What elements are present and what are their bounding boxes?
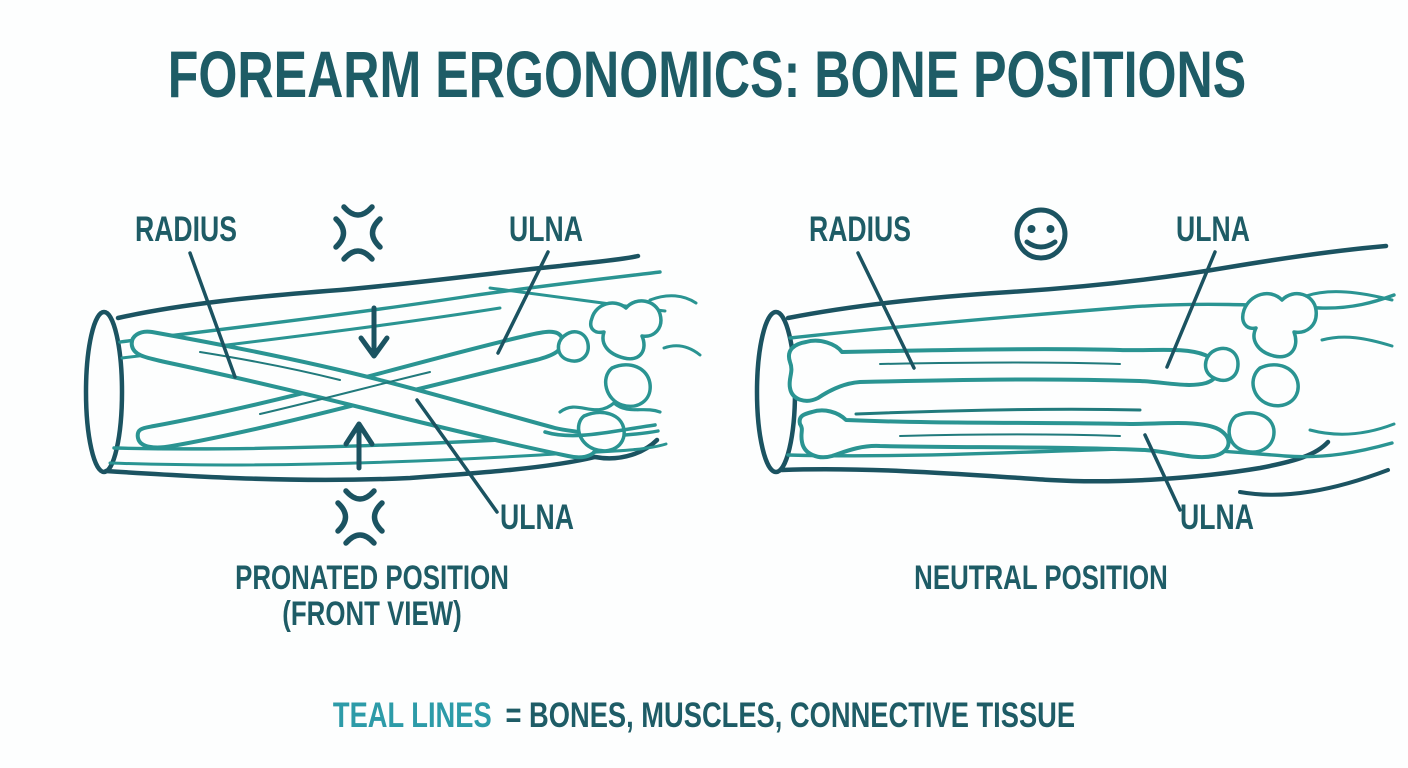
caption-pronated-line2: (FRONT VIEW) [282, 594, 462, 633]
legend: TEAL LINES = BONES, MUSCLES, CONNECTIVE … [332, 696, 1076, 735]
membrane-line [854, 407, 1142, 416]
label-radius-pronated: RADIUS [135, 210, 237, 249]
arm-bottom-contour [103, 437, 660, 483]
wrist-skin-line [1238, 468, 1390, 497]
bone-shading-line [879, 361, 1121, 365]
tissue-line [1304, 290, 1394, 302]
caption-pronated: PRONATED POSITION (FRONT VIEW) [235, 559, 509, 633]
bone-shading-line [899, 433, 1121, 437]
tissue-line [558, 401, 662, 414]
caption-pronated-line1: PRONATED POSITION [235, 559, 509, 597]
label-radius-neutral: RADIUS [809, 210, 911, 249]
carpal-bone [1241, 291, 1318, 359]
radius-leader-line [188, 251, 237, 379]
label-ulna-bottom-pronated: ULNA [500, 498, 574, 537]
carpal-bone [589, 299, 663, 361]
carpal-bone [1251, 363, 1300, 408]
ulna-top-leader-line [496, 250, 550, 355]
radius-leader-line [856, 251, 916, 370]
tissue-line [543, 423, 657, 438]
ulna-top-leader-line [1165, 250, 1217, 369]
legend-highlight: TEAL LINES [332, 696, 492, 735]
arrow-up-icon [343, 421, 375, 471]
tissue-line [1308, 422, 1396, 436]
label-ulna-top-neutral: ULNA [1176, 210, 1250, 249]
smiley-face-icon [1014, 207, 1068, 261]
carpal-bone [556, 330, 590, 363]
bone-shading-line [199, 351, 341, 381]
radius-bone [787, 338, 1220, 403]
arm-top-contour [785, 243, 1389, 321]
legend-text: = BONES, MUSCLES, CONNECTIVE TISSUE [505, 696, 1076, 735]
neutral-arm-illustration [754, 243, 1396, 497]
pronated-arm-illustration [83, 253, 702, 483]
carpal-bone [1227, 411, 1276, 454]
tissue-line [1320, 335, 1394, 348]
caption-neutral: NEUTRAL POSITION [914, 559, 1168, 597]
bone-shading-line [259, 371, 431, 415]
arrow-down-icon [358, 305, 390, 359]
label-ulna-bottom-neutral: ULNA [1180, 498, 1254, 537]
page-title: FOREARM ERGONOMICS: BONE POSITIONS [167, 37, 1247, 111]
radius-bone [129, 329, 599, 460]
stress-compression-icon [333, 204, 383, 262]
label-ulna-top-pronated: ULNA [509, 210, 583, 249]
carpal-bone [603, 363, 652, 408]
muscle-line [108, 442, 668, 467]
arm-bottom-contour [779, 439, 1331, 484]
tissue-line [662, 344, 702, 357]
carpal-bone [1203, 346, 1240, 383]
ulna-bottom-leader-line [415, 398, 499, 514]
ulna-bottom-leader-line [1143, 433, 1182, 512]
tissue-line [648, 294, 698, 305]
muscle-line [788, 293, 1396, 340]
stress-compression-icon [335, 488, 385, 546]
